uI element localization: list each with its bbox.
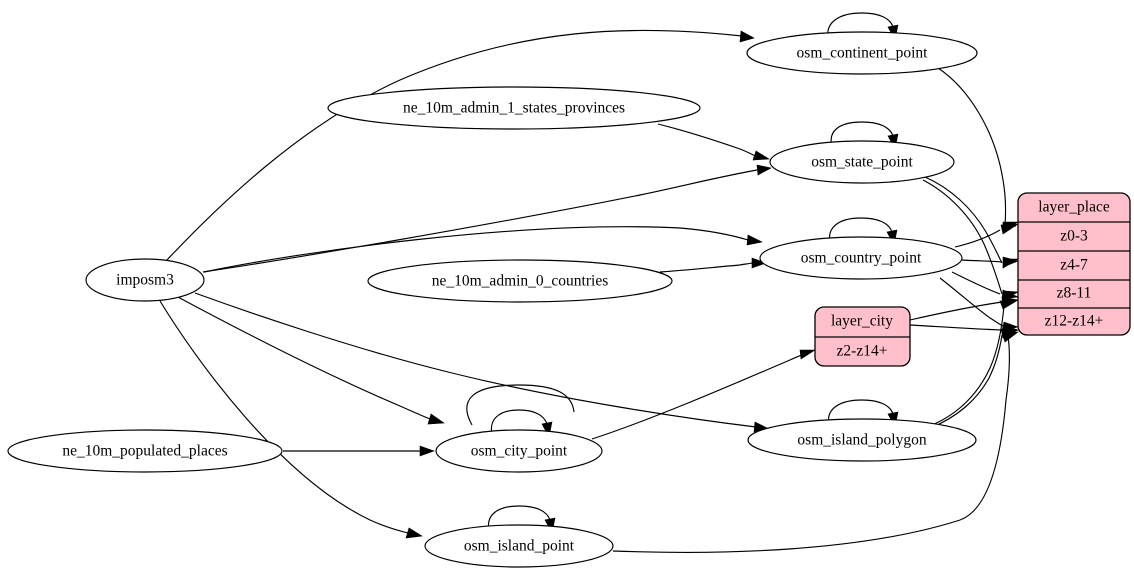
edge-osm_country_point-to-layer_place-z0-3: [954, 229, 1001, 248]
edge-osm_country_point-self: [828, 217, 893, 243]
edge-osm_island_point-self: [487, 505, 551, 531]
edge-imposm3-to-osm_island_polygon: [194, 292, 757, 428]
arrowhead: [419, 445, 435, 457]
arrowhead: [1002, 256, 1019, 268]
arrowhead: [756, 164, 772, 176]
edge-osm_country_point-to-layer_place-z12-z14: [939, 277, 1004, 327]
node-label-ne_10m_populated_places: ne_10m_populated_places: [62, 443, 227, 460]
node-label-osm_island_polygon: osm_island_polygon: [797, 432, 926, 449]
node-imposm3[interactable]: imposm3: [85, 258, 205, 302]
edge-layer_city-to-layer_place-z8-11: [909, 301, 1003, 321]
edge-imposm3-to-osm_state_point: [202, 169, 758, 273]
node-ne_10m_admin_1_states_provinces[interactable]: ne_10m_admin_1_states_provinces: [327, 86, 701, 130]
edge-osm_state_point-to-layer_place-z8-11: [922, 179, 1003, 295]
layer_place-row-z12-z14[interactable]: z12-z14+: [1045, 313, 1104, 330]
arrowhead: [752, 150, 770, 161]
node-label-imposm3: imposm3: [116, 272, 174, 289]
layer_place-row-z8-11[interactable]: z8-11: [1057, 285, 1092, 302]
layer_city-row-z2-z14[interactable]: z2-z14+: [837, 343, 888, 360]
edge-osm_state_point-to-layer_place-z4-7: [924, 176, 1003, 264]
edge-ne_10m_admin_1_states_provinces-to-osm_state_point: [657, 123, 756, 157]
edge-osm_country_point-to-layer_place-z8-11: [951, 271, 1001, 295]
edge-osm_island_polygon-to-layer_place-z8-11: [931, 305, 1005, 426]
layer_place-header: layer_place: [1038, 199, 1110, 216]
edge-osm_city_point-outer-loop: [466, 384, 575, 426]
node-layer_place[interactable]: layer_place z0-3 z4-7 z8-11 z12-z14+: [1017, 192, 1131, 336]
arrowhead: [1001, 296, 1019, 308]
node-label-ne_10m_admin_1_states_provinces: ne_10m_admin_1_states_provinces: [403, 100, 625, 117]
arrowhead: [1002, 324, 1019, 336]
edge-osm_city_point-self: [490, 409, 548, 435]
layer_place-row-z4-7[interactable]: z4-7: [1060, 257, 1088, 274]
node-layer: imposm3 ne_10m_admin_1_states_provinces …: [7, 31, 1131, 568]
edge-imposm3-to-osm_continent_point: [165, 29, 743, 262]
edge-osm_country_point-to-layer_place-z4-7: [961, 259, 1003, 263]
arrowhead: [427, 413, 445, 425]
arrowhead: [405, 527, 423, 539]
node-label-osm_continent_point: osm_continent_point: [797, 45, 929, 62]
layer_city-header: layer_city: [831, 313, 893, 330]
node-osm_country_point[interactable]: osm_country_point: [759, 236, 963, 280]
edge-imposm3-to-osm_country_point: [203, 226, 749, 273]
layer_place-row-z0-3[interactable]: z0-3: [1060, 228, 1088, 245]
node-osm_island_point[interactable]: osm_island_point: [424, 524, 614, 568]
arrowhead: [799, 349, 817, 360]
edge-osm_state_point-self: [830, 121, 894, 147]
node-label-osm_island_point: osm_island_point: [464, 538, 575, 555]
node-layer_city[interactable]: layer_city z2-z14+: [814, 306, 911, 367]
edge-ne_10m_admin_0_countries-to-osm_country_point: [659, 262, 753, 273]
node-osm_city_point[interactable]: osm_city_point: [435, 429, 603, 473]
edge-imposm3-to-osm_island_point: [159, 300, 409, 534]
node-label-ne_10m_admin_0_countries: ne_10m_admin_0_countries: [432, 273, 609, 290]
edge-osm_city_point-to-layer_city: [591, 352, 808, 440]
arrowhead: [1001, 289, 1020, 300]
arrowhead: [1000, 223, 1020, 235]
node-label-osm_country_point: osm_country_point: [801, 250, 922, 267]
node-osm_continent_point[interactable]: osm_continent_point: [746, 31, 978, 75]
node-label-osm_state_point: osm_state_point: [811, 154, 913, 171]
node-osm_island_polygon[interactable]: osm_island_polygon: [747, 418, 977, 462]
node-osm_state_point[interactable]: osm_state_point: [769, 140, 955, 184]
edge-osm_continent_point-self: [827, 12, 894, 38]
arrowhead: [751, 257, 767, 269]
node-ne_10m_populated_places[interactable]: ne_10m_populated_places: [7, 429, 283, 473]
edge-osm_island_polygon-to-layer_place-z12-z14: [929, 334, 1003, 429]
edge-osm_island_point-to-layer_place-z12-z14: [612, 335, 1010, 553]
node-ne_10m_admin_0_countries[interactable]: ne_10m_admin_0_countries: [367, 259, 673, 303]
node-label-osm_city_point: osm_city_point: [471, 443, 568, 460]
arrowhead: [739, 30, 755, 43]
edge-osm_island_polygon-self: [827, 399, 894, 425]
edge-imposm3-to-osm_city_point: [175, 295, 431, 420]
arrowhead: [746, 234, 763, 246]
edge-layer_city-to-layer_place-z12-z14: [909, 324, 1003, 331]
edge-osm_continent_point-to-layer_place-z0-3: [937, 67, 1007, 227]
